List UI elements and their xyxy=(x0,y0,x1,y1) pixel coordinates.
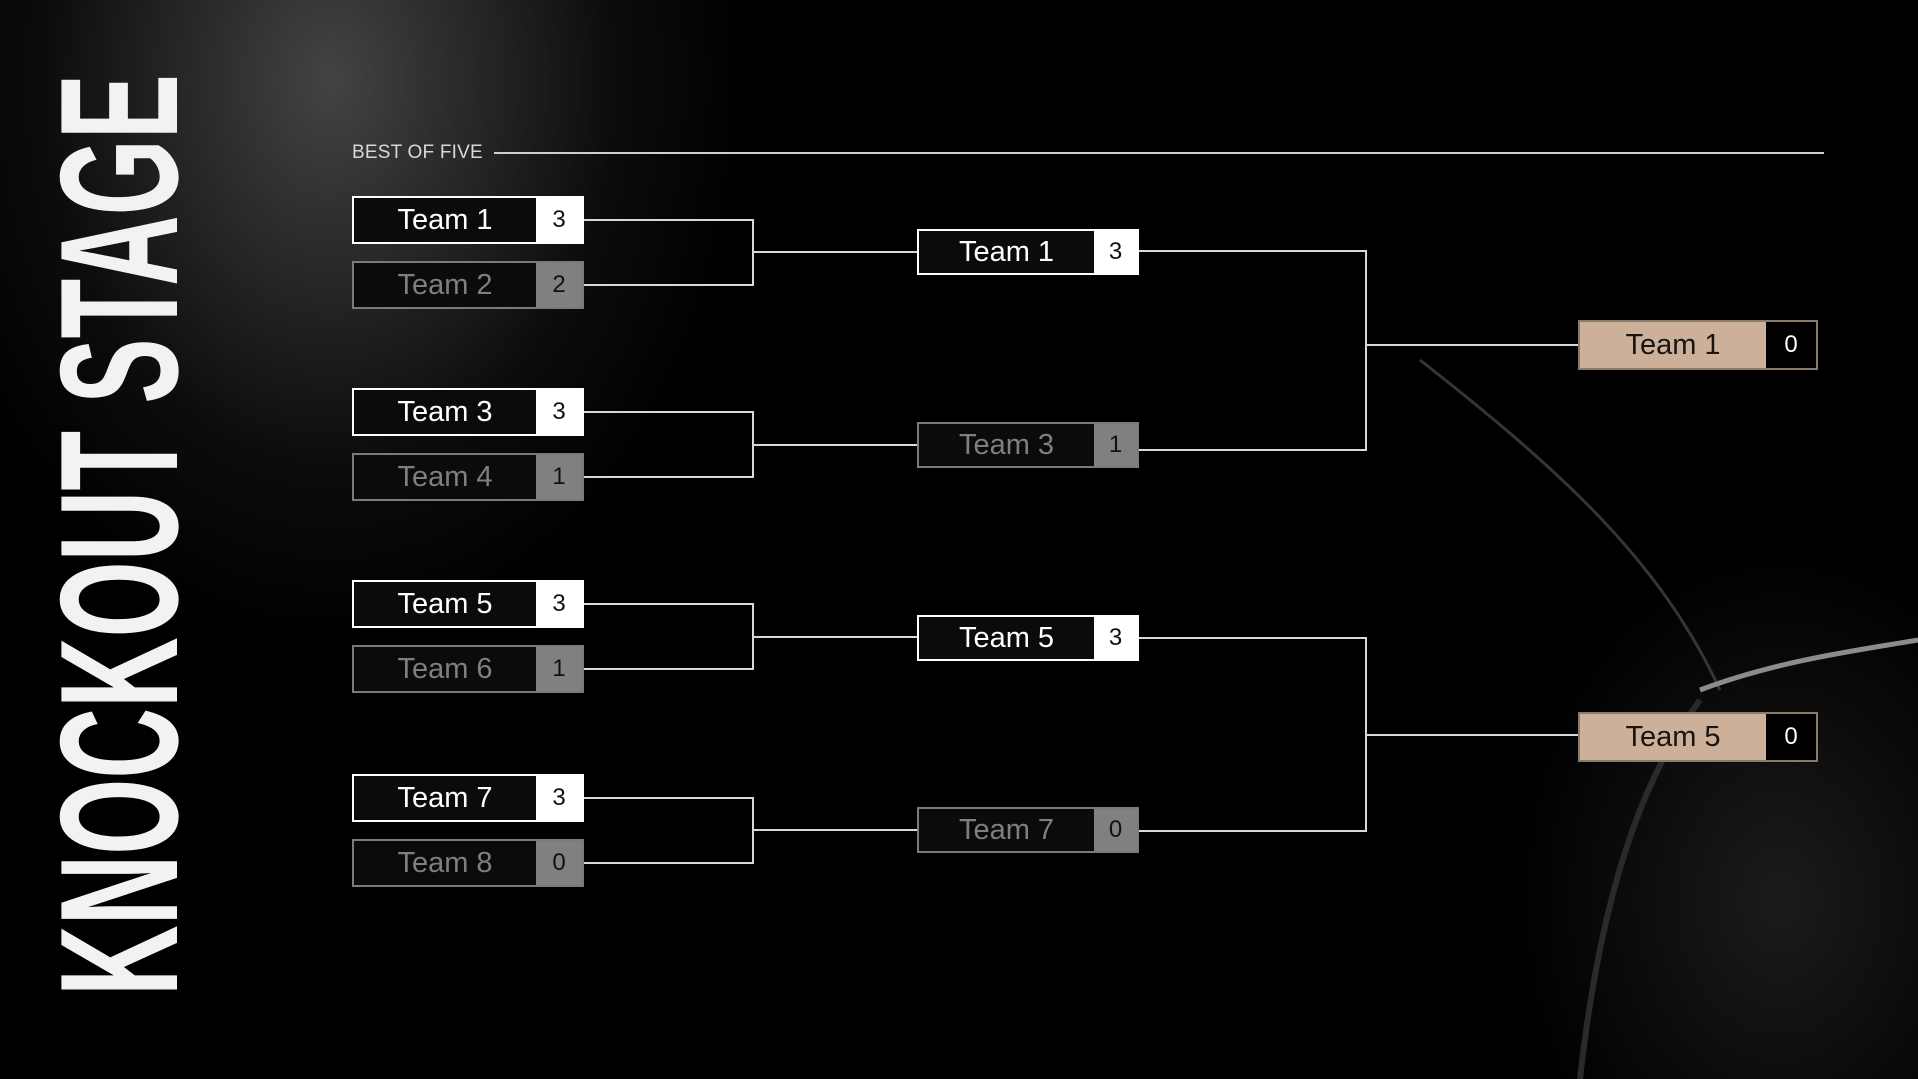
team-score: 2 xyxy=(536,263,582,307)
header-divider xyxy=(494,152,1824,154)
team-name: Team 6 xyxy=(354,647,536,691)
team-name: Team 3 xyxy=(919,424,1094,466)
team-name: Team 5 xyxy=(354,582,536,626)
team-score: 3 xyxy=(536,582,582,626)
team-name: Team 4 xyxy=(354,455,536,499)
team-name: Team 5 xyxy=(1580,714,1766,760)
team-name: Team 1 xyxy=(354,198,536,242)
connector xyxy=(584,219,917,286)
team-name: Team 3 xyxy=(354,390,536,434)
team-name: Team 5 xyxy=(919,617,1094,659)
page-title-text: KNOCKOUT STAGE xyxy=(36,74,186,996)
team-score: 3 xyxy=(1094,617,1137,659)
team-score: 0 xyxy=(1766,322,1816,368)
team-name: Team 1 xyxy=(919,231,1094,273)
team-name: Team 8 xyxy=(354,841,536,885)
team-score: 1 xyxy=(536,455,582,499)
team-score: 3 xyxy=(536,776,582,820)
team-score: 3 xyxy=(536,390,582,434)
team-score: 0 xyxy=(1094,809,1137,851)
team-score: 1 xyxy=(536,647,582,691)
connector xyxy=(1139,250,1578,451)
team-score: 0 xyxy=(1766,714,1816,760)
team-name: Team 1 xyxy=(1580,322,1766,368)
team-score: 0 xyxy=(536,841,582,885)
page-title: KNOCKOUT STAGE xyxy=(36,74,186,996)
team-name: Team 2 xyxy=(354,263,536,307)
connector xyxy=(584,411,917,478)
connector xyxy=(1139,637,1578,832)
connector xyxy=(584,797,917,864)
connector xyxy=(584,603,917,670)
team-score: 3 xyxy=(536,198,582,242)
format-label: BEST OF FIVE xyxy=(352,142,483,163)
team-score: 1 xyxy=(1094,424,1137,466)
team-score: 3 xyxy=(1094,231,1137,273)
team-name: Team 7 xyxy=(354,776,536,820)
team-name: Team 7 xyxy=(919,809,1094,851)
